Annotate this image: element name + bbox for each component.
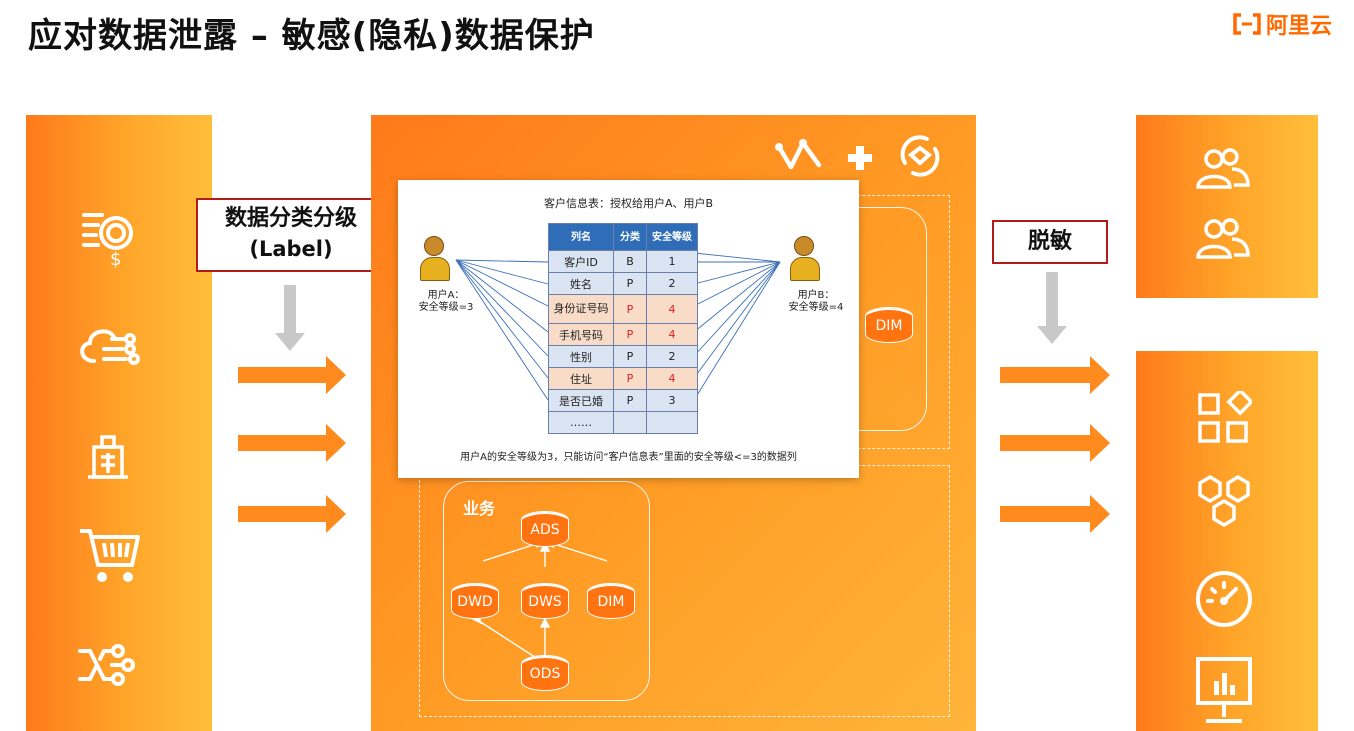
sync-icon bbox=[900, 135, 940, 177]
down-arrow-right bbox=[1037, 272, 1067, 344]
ads-db: ADS bbox=[521, 511, 569, 547]
dim-db-top: DIM bbox=[865, 307, 913, 343]
flow-arrow bbox=[1000, 424, 1110, 462]
dwd-db: DWD bbox=[451, 583, 499, 619]
shopping-cart-icon bbox=[80, 529, 140, 582]
users-icon bbox=[1196, 148, 1250, 189]
building-icon bbox=[88, 435, 128, 479]
user-b-label: 用户B： 安全等级=4 bbox=[788, 290, 844, 313]
dashboard-gauge-icon bbox=[1196, 571, 1252, 627]
user-a-label: 用户A： 安全等级=3 bbox=[418, 290, 474, 313]
col-header-class: 分类 bbox=[613, 223, 647, 251]
finance-search-icon: $ bbox=[82, 213, 133, 269]
logo-text: 阿里云 bbox=[1265, 14, 1332, 39]
consumer-apps-panel bbox=[1136, 351, 1318, 731]
dim-db: DIM bbox=[587, 583, 635, 619]
desensitization-label: 脱敏 bbox=[992, 220, 1108, 264]
classification-label: 数据分类分级 (Label) bbox=[196, 198, 386, 272]
consumer-users-panel bbox=[1136, 115, 1318, 298]
graph-icon bbox=[775, 139, 822, 170]
aliyun-bracket-icon bbox=[1233, 13, 1261, 35]
flow-arrow bbox=[238, 495, 346, 533]
apps-grid-icon bbox=[1198, 391, 1252, 443]
source-panel: $ bbox=[26, 115, 212, 731]
flow-arrow bbox=[1000, 356, 1110, 394]
svg-text:$: $ bbox=[110, 249, 121, 269]
dws-db: DWS bbox=[521, 583, 569, 619]
table-header-row: 列名 分类 安全等级 bbox=[548, 223, 698, 251]
flow-arrow bbox=[1000, 495, 1110, 533]
business-group bbox=[443, 481, 650, 701]
brand-logo: 阿里云 bbox=[1232, 8, 1332, 40]
hexagons-icon bbox=[1198, 475, 1250, 527]
card-footer: 用户A的安全等级为3，只能访问“客户信息表”里面的安全等级<=3的数据列 bbox=[460, 452, 797, 463]
flow-split-icon bbox=[78, 644, 135, 686]
plus-icon bbox=[848, 146, 872, 170]
customer-info-card: 客户信息表：授权给用户A、用户B 用户A： 安全等级=3 用户B： 安全等级=4… bbox=[398, 180, 859, 478]
table-row: …… bbox=[548, 411, 698, 434]
cloud-network-icon bbox=[80, 329, 140, 365]
down-arrow-left bbox=[275, 285, 305, 351]
flow-arrow bbox=[238, 356, 346, 394]
flow-arrow bbox=[238, 424, 346, 462]
classification-line1: 数据分类分级 bbox=[224, 206, 357, 231]
classification-line2: (Label) bbox=[249, 237, 333, 261]
user-a-avatar bbox=[420, 236, 450, 282]
slide-title: 应对数据泄露 – 敏感(隐私)数据保护 bbox=[28, 16, 595, 56]
business-label: 业务 bbox=[463, 499, 496, 518]
col-header-level: 安全等级 bbox=[646, 223, 698, 251]
access-lines bbox=[455, 252, 781, 401]
users-icon bbox=[1196, 218, 1250, 259]
monitor-chart-icon bbox=[1196, 657, 1252, 723]
lineage-lines bbox=[471, 540, 608, 662]
user-b-avatar bbox=[790, 236, 820, 282]
ods-db: ODS bbox=[521, 655, 569, 691]
card-title: 客户信息表：授权给用户A、用户B bbox=[543, 197, 714, 210]
col-header-name: 列名 bbox=[548, 223, 614, 251]
